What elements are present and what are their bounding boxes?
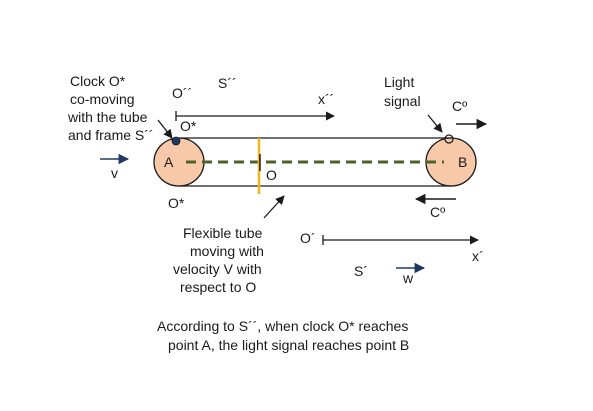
c-top-label: Cº [452, 98, 467, 114]
c-bottom-label: Cº [430, 204, 445, 220]
light-note-line-1: Light [384, 74, 414, 90]
tube-end-a [153, 137, 205, 187]
tube-note-line-1: Flexible tube [183, 225, 263, 241]
light-note-arrow [427, 114, 443, 133]
clock-note-line-3: with the tube [67, 109, 148, 125]
light-signal-circle [444, 134, 454, 144]
tube-note-line-2: moving with [190, 243, 264, 259]
tube-note-line-3: velocity V with [173, 261, 262, 277]
caption-line-2: point A, the light signal reaches point … [168, 337, 409, 353]
point-b-label: B [458, 154, 467, 170]
axis-x1-label: x´ [472, 248, 484, 264]
clock-note-line-2: co-moving [70, 91, 135, 107]
tube-note-arrow [263, 195, 285, 219]
frame-s2-origin-label: O´´ [172, 85, 192, 101]
clock-note-line-4: and frame S´´ [68, 127, 154, 143]
point-a-label: A [164, 154, 174, 170]
velocity-w-label: w [402, 270, 414, 286]
tube-note-line-4: respect to O [180, 279, 256, 295]
clock-bottom-label: O* [168, 195, 185, 211]
light-note-line-2: signal [384, 93, 421, 109]
clock-note-arrow [157, 119, 173, 139]
clock-note-line-1: Clock O* [70, 73, 126, 89]
frame-s1-origin-label: O´ [300, 230, 316, 246]
point-o-label: O [266, 167, 277, 183]
clock-o-star-dot [171, 136, 181, 146]
axis-x2-label: x´´ [318, 91, 334, 107]
clock-top-label: O* [180, 118, 197, 134]
frame-s2-name: S´´ [218, 75, 237, 91]
velocity-left-label: v [111, 165, 118, 181]
caption-line-1: According to S´´, when clock O* reaches [157, 318, 408, 334]
frame-s1-name: S´ [354, 263, 368, 279]
